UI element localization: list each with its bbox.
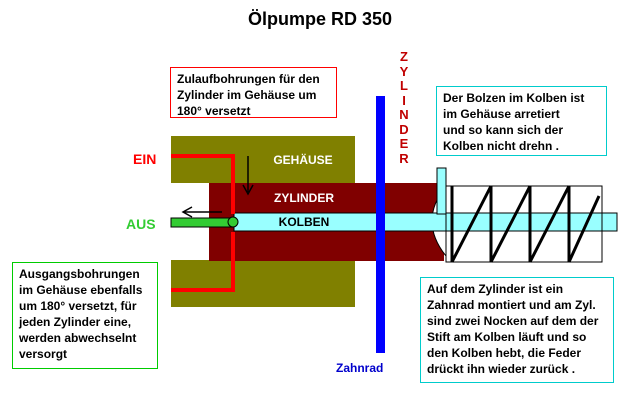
- note-ausgang: Ausgangsbohrungen im Gehäuse ebenfalls u…: [12, 262, 158, 369]
- zylinder-label: ZYLINDER: [266, 188, 342, 208]
- note-zahnrad: Auf dem Zylinder ist ein Zahnrad montier…: [420, 277, 614, 383]
- outflow-arrow-head: [181, 206, 193, 218]
- spring-housing: [445, 185, 603, 263]
- outlet-port: [227, 216, 239, 228]
- inflow-arrow-head: [242, 184, 254, 196]
- ein-label: EIN: [133, 151, 157, 167]
- inlet-channel-bottom: [171, 232, 235, 292]
- aus-label: AUS: [126, 216, 156, 232]
- kolben-label: KOLBEN: [278, 215, 330, 229]
- outlet-channel: [170, 217, 234, 228]
- gehaeuse-label: GEHÄUSE: [267, 150, 339, 170]
- note-bolzen: Der Bolzen im Kolben ist im Gehäuse arre…: [436, 86, 607, 156]
- diagram-title: Ölpumpe RD 350: [247, 9, 393, 29]
- housing-bottom: [171, 260, 355, 307]
- zylinder-vertical-label: Z Y L I N D E R: [399, 49, 409, 166]
- piston-bolt: [436, 167, 447, 215]
- spring: [450, 185, 601, 263]
- gear-bar: [376, 96, 385, 353]
- zahnrad-label: Zahnrad: [336, 361, 384, 375]
- inlet-channel-top: [171, 154, 235, 214]
- note-zulauf: Zulaufbohrungen für den Zylinder im Gehä…: [170, 67, 337, 118]
